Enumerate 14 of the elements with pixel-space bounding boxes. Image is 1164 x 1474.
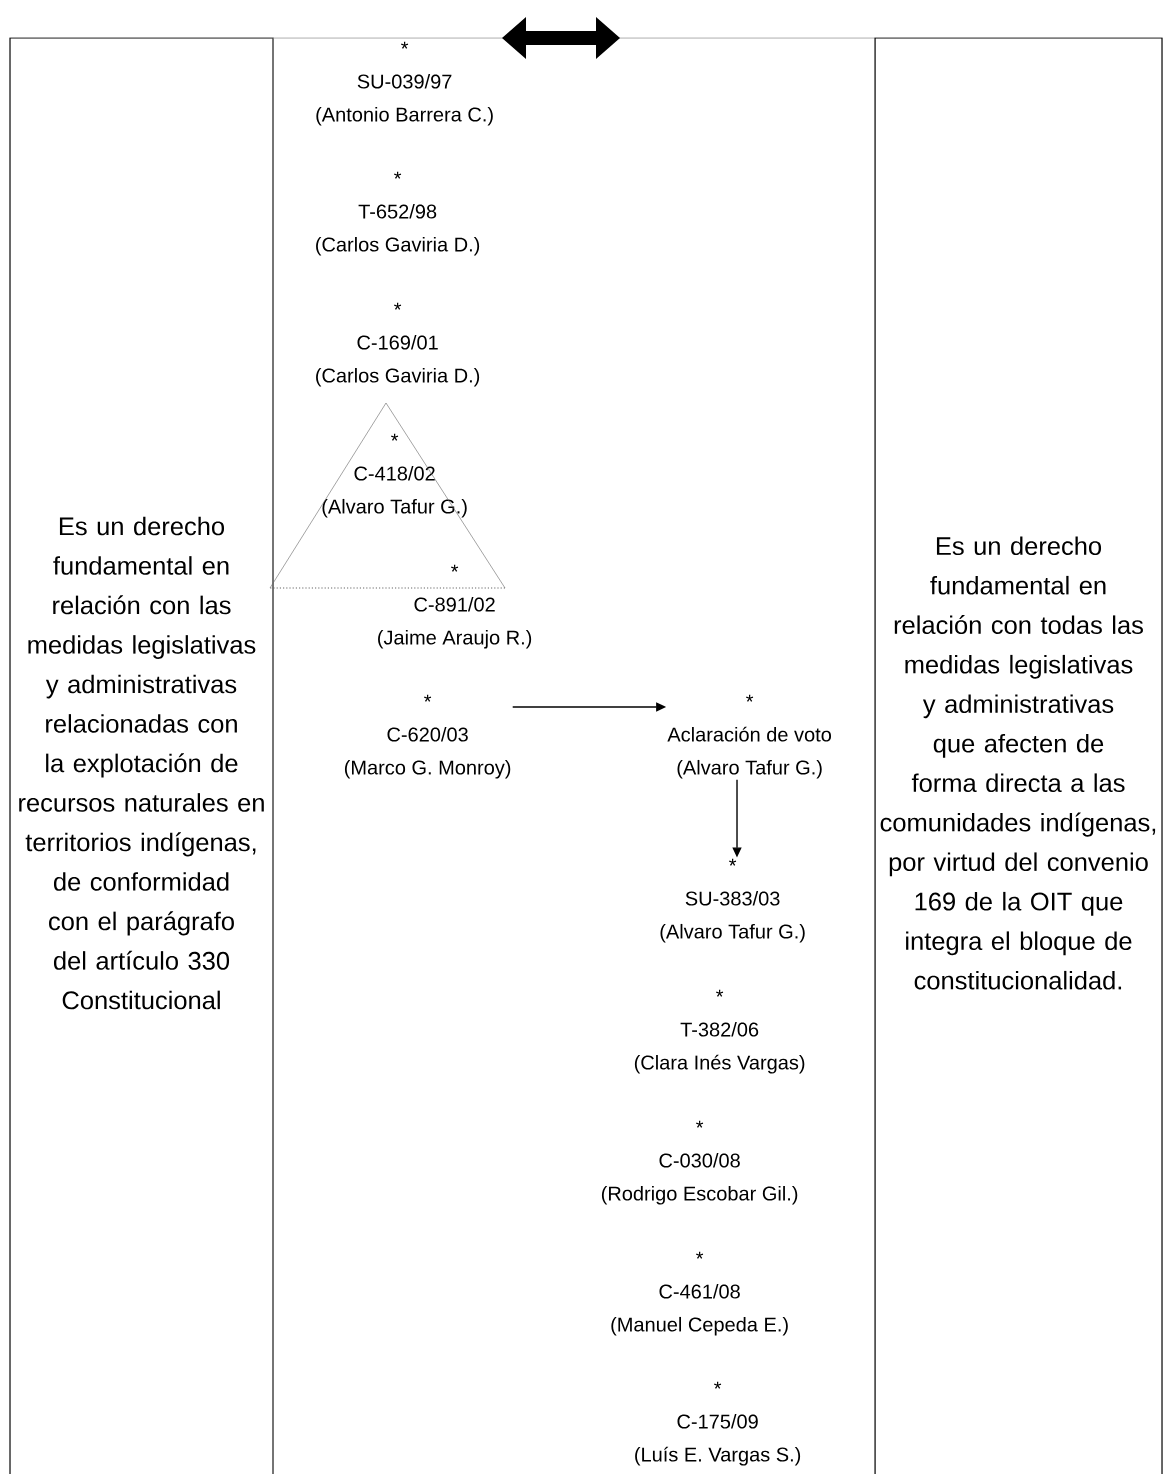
case-label: * Aclaración de voto (Alvaro Tafur G.) — [667, 694, 831, 779]
case-label: * SU-039/97 (Antonio Barrera C.) — [316, 41, 493, 126]
case-label: * C-891/02 (Jaime Araujo R.) — [378, 564, 532, 649]
case-label: * C-461/08 (Manuel Cepeda E.) — [611, 1251, 788, 1336]
column-box: Es un derecho fundamental en relación con todas las medidas legislativas y administrativas que afecten de forma directa a las comunidades indígenas, por virtud del convenio 169 de la OIT que integra el bloque de constitucionalidad. — [874, 37, 1163, 1474]
case-label: * C-169/01 (Carlos Gaviria D.) — [316, 302, 480, 387]
case-label: * C-418/02 (Alvaro Tafur G.) — [322, 433, 467, 518]
case-label: * SU-383/03 (Alvaro Tafur G.) — [660, 858, 805, 943]
column-box: Es un derecho fundamental en relación con las medidas legislativas y administrativas relacionadas con la explotación de recursos naturales en territorios indígenas, de conformidad con el parágrafo del artículo 330 Constitucional — [9, 37, 274, 1474]
case-label: * C-030/08 (Rodrigo Escobar Gil.) — [601, 1120, 798, 1205]
case-label: * T-652/98 (Carlos Gaviria D.) — [316, 171, 480, 256]
case-label: * C-175/09 (Luís E. Vargas S.) — [635, 1381, 801, 1466]
case-label: * C-620/03 (Marco G. Monroy) — [344, 694, 511, 779]
case-label: * T-382/06 (Clara Inés Vargas) — [634, 989, 805, 1074]
